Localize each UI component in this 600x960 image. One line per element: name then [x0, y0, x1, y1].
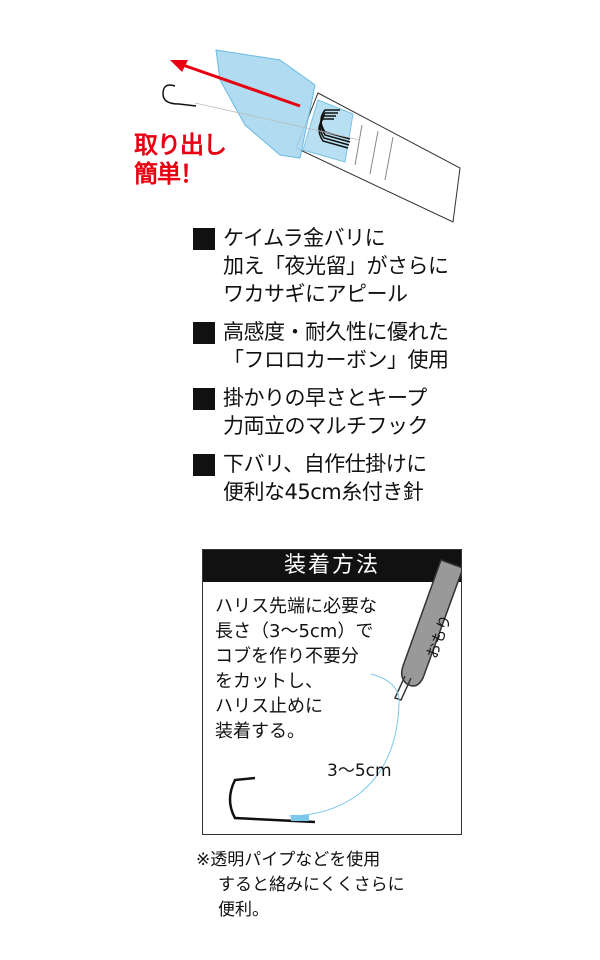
feature-text: ワカサギにアピール: [223, 282, 408, 306]
note-line: ※透明パイプなどを使用: [196, 850, 381, 870]
sinker-icon: [400, 559, 461, 687]
feature-text: 便利な45cm糸付き針: [223, 480, 424, 504]
feature-text: 力両立のマルチフック: [223, 414, 429, 438]
easy-removal-callout: 取り出し 簡単！: [134, 131, 227, 189]
bullet-square-icon: [193, 322, 215, 344]
promo-line-2: 簡単！: [134, 160, 204, 188]
feature-item: 掛かりの早さとキープ 力両立のマルチフック: [193, 384, 493, 440]
instruction-line: をカットし、: [215, 671, 323, 692]
feature-text: 加え「夜光留」がさらに: [223, 254, 449, 278]
feature-text: 下バリ、自作仕掛けに: [223, 452, 427, 476]
line-icon: [194, 102, 361, 141]
installation-method-box: 装着方法 ハリス先端に必要な 長さ（3〜5cm）で コブを作り不要分 をカットし…: [202, 549, 462, 835]
leader-line: [288, 673, 400, 817]
hook-package-illustration: [162, 49, 461, 223]
instruction-line: ハリス先端に必要な: [215, 596, 377, 617]
bullet-square-icon: [193, 388, 215, 410]
blue-sleeve: [215, 49, 316, 159]
instruction-line: コブを作り不要分: [215, 646, 359, 667]
bullet-square-icon: [193, 228, 215, 250]
instruction-line: 長さ（3〜5cm）で: [215, 621, 374, 642]
installation-instructions: ハリス先端に必要な 長さ（3〜5cm）で コブを作り不要分 をカットし、 ハリス…: [215, 594, 377, 744]
hooks-icon: [318, 109, 351, 149]
feature-text: 高感度・耐久性に優れた: [223, 320, 449, 344]
bullet-square-icon: [193, 454, 215, 476]
snap-icon: [393, 675, 412, 701]
feature-item: 下バリ、自作仕掛けに 便利な45cm糸付き針: [193, 450, 493, 506]
promo-line-1: 取り出し: [134, 131, 227, 159]
feature-text: ケイムラ金バリに: [223, 226, 386, 250]
note-line: 便利。: [218, 900, 269, 920]
footnote: ※透明パイプなどを使用 すると絡みにくくさらに 便利。: [196, 848, 405, 923]
single-hook-icon: [162, 84, 197, 107]
instruction-line: 装着する。: [215, 721, 305, 742]
feature-item: 高感度・耐久性に優れた 「フロロカーボン」使用: [193, 318, 493, 374]
length-label: 3〜5cm: [327, 761, 392, 781]
installation-diagram: [228, 559, 461, 824]
feature-item: ケイムラ金バリに 加え「夜光留」がさらに ワカサギにアピール: [193, 224, 493, 308]
instruction-line: ハリス止めに: [215, 696, 323, 717]
feature-list: ケイムラ金バリに 加え「夜光留」がさらに ワカサギにアピール 高感度・耐久性に優…: [193, 224, 493, 516]
feature-text: 掛かりの早さとキープ: [223, 386, 427, 410]
knot-marker: [291, 815, 309, 821]
hook-icon: [228, 776, 316, 824]
note-line: すると絡みにくくさらに: [218, 875, 405, 895]
installation-title: 装着方法: [203, 550, 461, 582]
arrow-icon: [170, 60, 301, 108]
feature-text: 「フロロカーボン」使用: [223, 348, 449, 372]
